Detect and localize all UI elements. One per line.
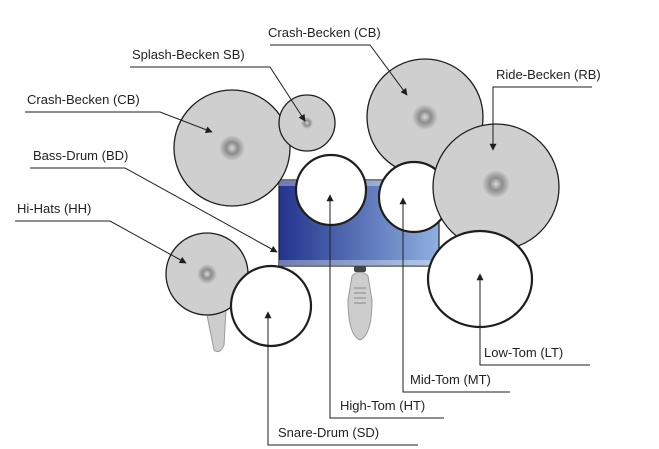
label-hihats: Hi-Hats (HH): [17, 201, 91, 216]
label-bass-drum: Bass-Drum (BD): [33, 148, 128, 163]
leader-high-tom: [326, 194, 444, 419]
leader-hihats: [15, 220, 187, 264]
leader-mid-tom: [399, 197, 510, 393]
leader-snare: [264, 311, 418, 446]
label-mid-tom: Mid-Tom (MT): [410, 372, 491, 387]
leader-lines: [15, 44, 592, 446]
high-tom: [294, 153, 368, 227]
label-high-tom: High-Tom (HT): [340, 398, 425, 413]
snare-drum: [229, 264, 313, 348]
leader-splash: [130, 66, 306, 122]
label-low-tom: Low-Tom (LT): [484, 345, 563, 360]
ride-cymbal: [432, 123, 560, 251]
label-snare: Snare-Drum (SD): [278, 425, 379, 440]
leader-crash-top: [270, 44, 408, 96]
leader-crash-left: [25, 111, 213, 134]
labels: Crash-Becken (CB) Splash-Becken SB) Ride…: [17, 25, 601, 440]
leader-low-tom: [476, 273, 590, 366]
bass-drum-pedal: [347, 266, 373, 341]
crash-cymbal-left: [173, 89, 291, 207]
leader-bass-drum: [30, 167, 278, 253]
leader-ride: [489, 86, 592, 151]
splash-cymbal: [278, 94, 336, 152]
label-ride: Ride-Becken (RB): [496, 67, 601, 82]
label-crash-top: Crash-Becken (CB): [268, 25, 381, 40]
hihat-cymbals: [165, 232, 249, 316]
hihat-pedal: [205, 309, 227, 353]
label-splash: Splash-Becken SB): [132, 47, 245, 62]
label-crash-left: Crash-Becken (CB): [27, 92, 140, 107]
